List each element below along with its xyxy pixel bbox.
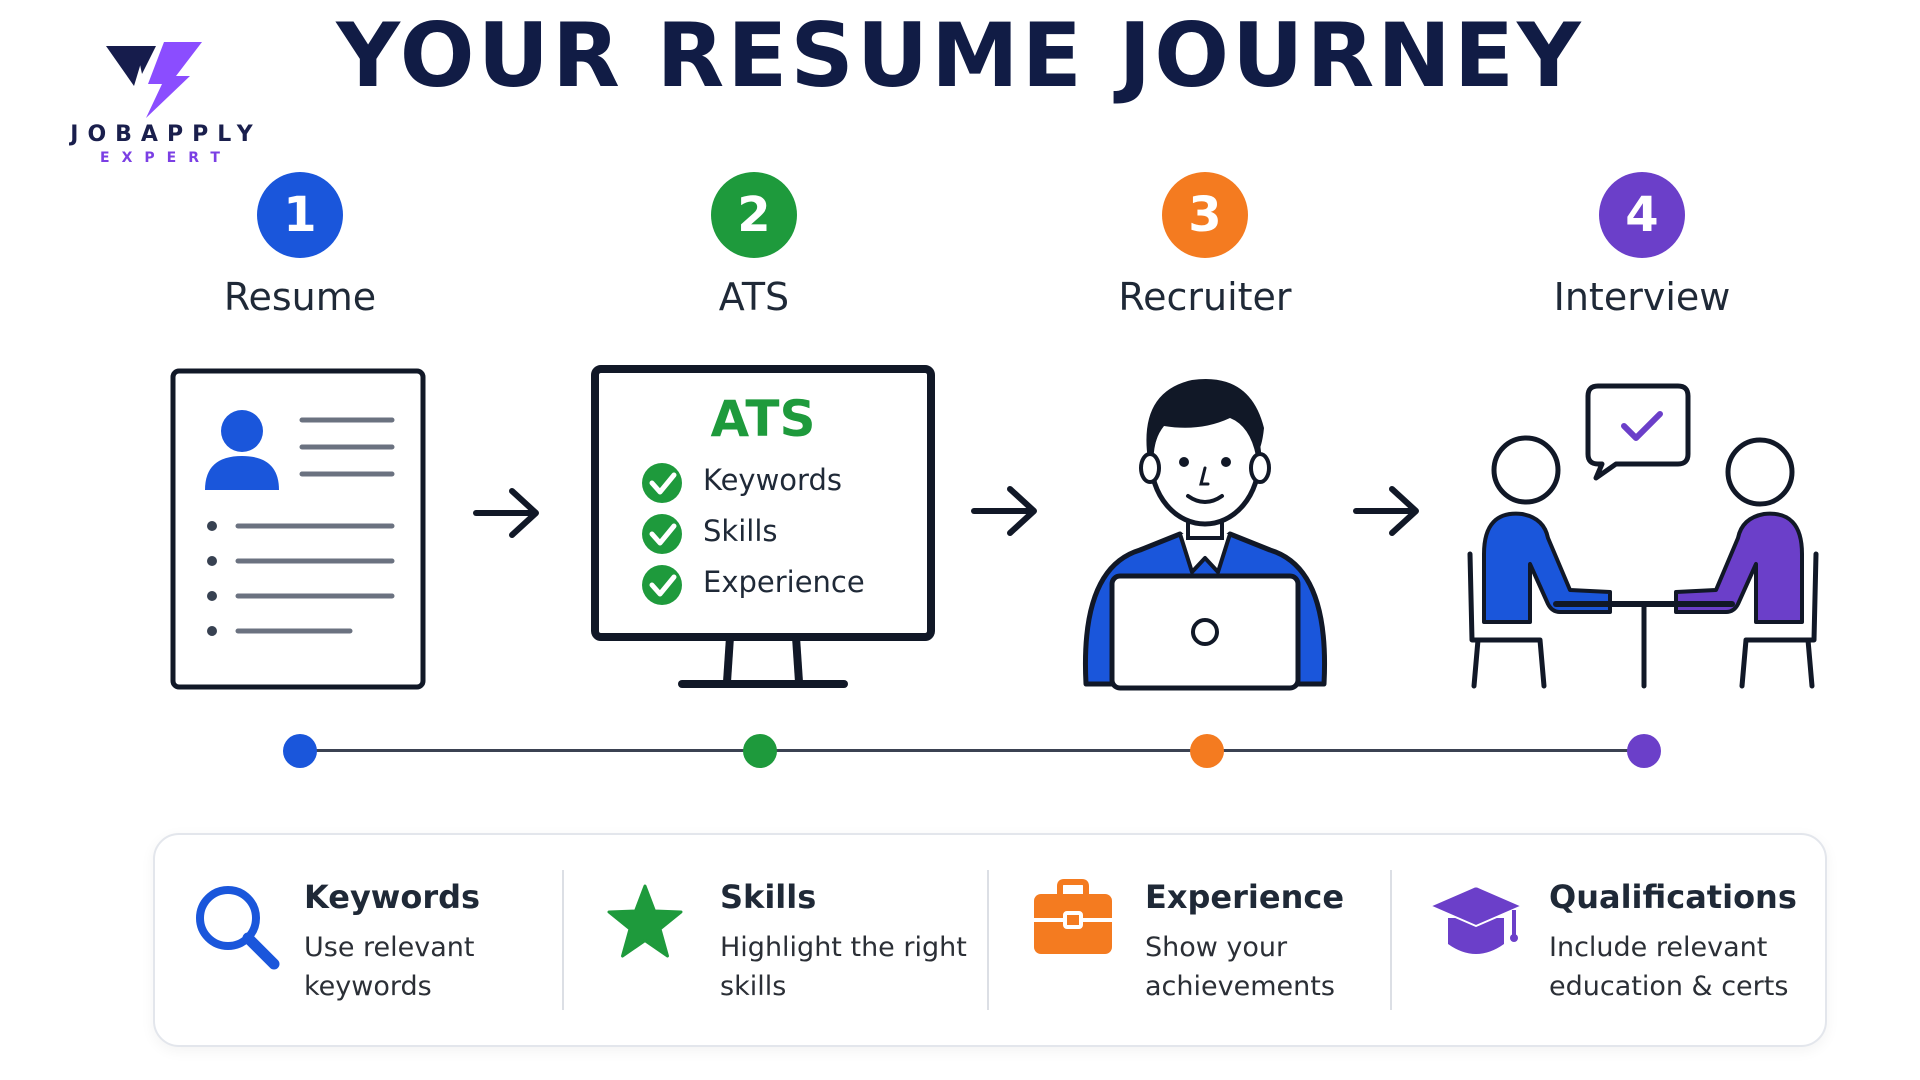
divider (562, 870, 564, 1010)
check-icon (642, 565, 682, 605)
info-experience-desc-line1: Show your (1145, 932, 1288, 963)
briefcase-icon (1034, 879, 1112, 954)
arrow-right-icon (473, 488, 539, 538)
interview-table-icon (1467, 383, 1819, 689)
ats-check-keywords: Keywords (703, 463, 842, 497)
info-skills-desc-line2: skills (720, 971, 787, 1002)
step-2-label: ATS (718, 275, 790, 319)
step-2-number: 2 (711, 172, 797, 258)
star-icon (607, 884, 683, 958)
info-skills-title: Skills (720, 878, 817, 916)
tips-panel (153, 833, 1827, 1047)
timeline-dot-3 (1190, 734, 1224, 768)
divider (987, 870, 989, 1010)
recruiter-laptop-icon (1082, 379, 1328, 691)
arrow-right-icon (1353, 486, 1419, 536)
timeline-dot-2 (743, 734, 777, 768)
timeline-dot-1 (283, 734, 317, 768)
info-qualifications-desc-line2: education & certs (1549, 971, 1789, 1002)
brand-logo: JOBAPPLY EXPERT (40, 40, 280, 170)
info-keywords-desc-line2: keywords (304, 971, 432, 1002)
step-3-number: 3 (1162, 172, 1248, 258)
info-skills-desc-line1: Highlight the right (720, 932, 967, 963)
info-experience-desc-line2: achievements (1145, 971, 1335, 1002)
arrow-right-icon (971, 486, 1037, 536)
info-keywords-title: Keywords (304, 878, 481, 916)
info-qualifications-title: Qualifications (1549, 878, 1797, 916)
step-4-number: 4 (1599, 172, 1685, 258)
timeline-dot-4 (1627, 734, 1661, 768)
info-experience-title: Experience (1145, 878, 1345, 916)
info-qualifications-desc-line1: Include relevant (1549, 932, 1768, 963)
check-icon (642, 514, 682, 554)
brand-name: JOBAPPLY (70, 122, 262, 147)
resume-document-icon (170, 368, 426, 690)
ats-check-skills: Skills (703, 514, 778, 548)
ats-screen-heading: ATS (710, 390, 816, 448)
timeline-line (300, 749, 1644, 752)
brand-tagline: EXPERT (100, 150, 232, 166)
step-1-label: Resume (223, 275, 377, 319)
ats-check-experience: Experience (703, 565, 865, 599)
magnifier-icon (196, 886, 280, 970)
graduation-cap-icon (1429, 885, 1523, 954)
check-icon (642, 463, 682, 503)
page-title: YOUR RESUME JOURNEY (336, 4, 1584, 107)
step-1-number: 1 (257, 172, 343, 258)
info-keywords-desc-line1: Use relevant (304, 932, 475, 963)
step-3-label: Recruiter (1118, 275, 1292, 319)
divider (1390, 870, 1392, 1010)
lightning-v-logo-icon (106, 42, 202, 118)
ats-monitor-icon (591, 365, 935, 688)
step-4-label: Interview (1553, 275, 1731, 319)
